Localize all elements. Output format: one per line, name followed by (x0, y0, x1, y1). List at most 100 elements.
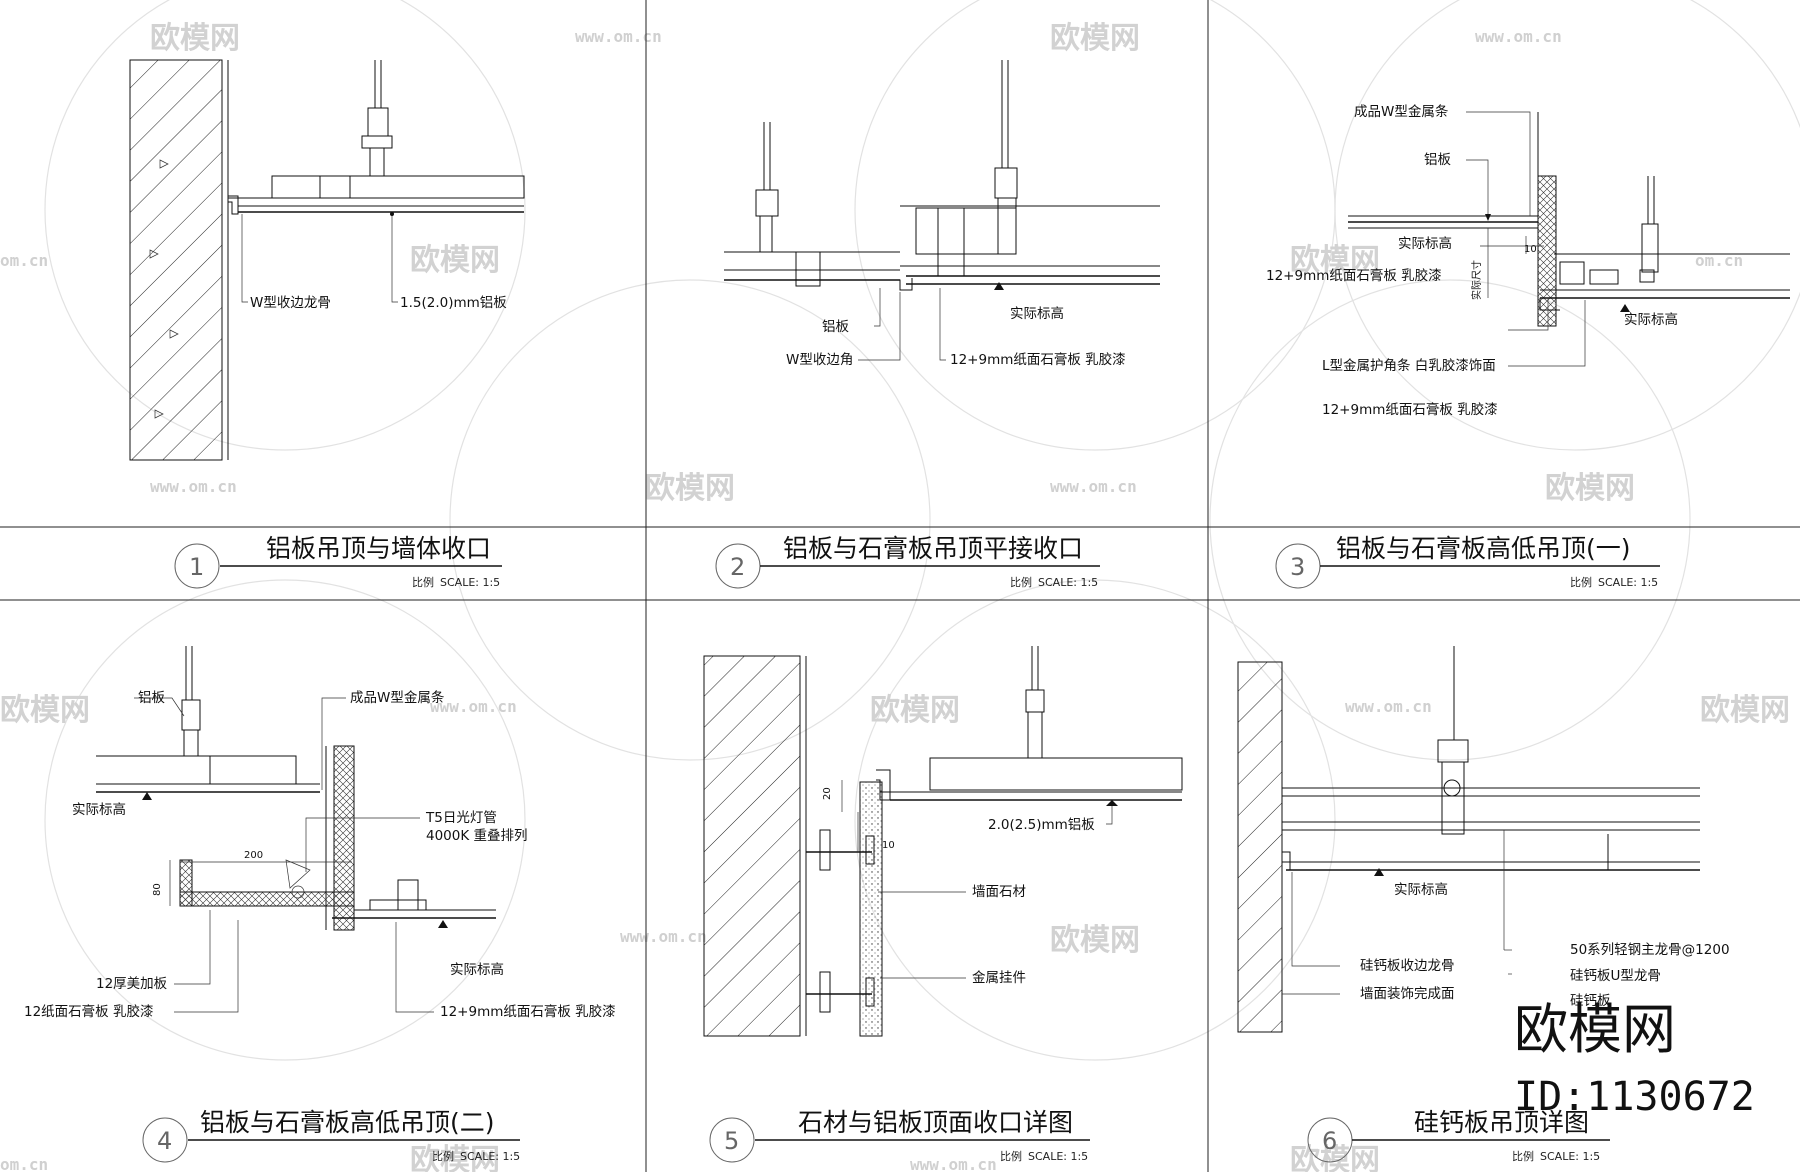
watermark-brand: 欧模网 (1545, 471, 1635, 506)
panel-3-label: 12+9mm纸面石膏板 乳胶漆 (1266, 267, 1442, 284)
panel-3-drawing (1348, 111, 1790, 367)
watermark-url: om.cn (0, 1155, 48, 1172)
panel-5-title: 石材与铝板顶面收口详图 (798, 1108, 1073, 1137)
panel-6-title: 硅钙板吊顶详图 (1414, 1108, 1589, 1137)
panel-2-label: W型收边角 (786, 352, 853, 368)
panel-6-titleblock: 6 硅钙板吊顶详图 比例 SCALE: 1:5 (1307, 1108, 1610, 1163)
panel-4-label: 12厚美加板 (96, 976, 168, 992)
scale-label: 比例 (432, 1149, 454, 1163)
panel-2-titleblock: 2 铝板与石膏板吊顶平接收口 比例 SCALE: 1:5 (715, 534, 1100, 589)
scale-value: SCALE: 1:5 (440, 576, 500, 589)
brand-mark: 欧模网 ID:1130672 (1514, 998, 1755, 1120)
watermark-url: om.cn (0, 251, 48, 270)
panel-6-label: 硅钙板 (1570, 993, 1611, 1009)
scale-value: SCALE: 1:5 (1540, 1150, 1600, 1163)
panel-number: 3 (1290, 553, 1305, 581)
panel-number: 2 (730, 553, 745, 581)
watermark-brand: 欧模网 (1290, 243, 1380, 278)
panel-3-dim-label: 实际尺寸 (1470, 260, 1483, 300)
panel-2-label: 实际标高 (1010, 305, 1064, 322)
panel-6-label: 硅钙板收边龙骨 (1360, 958, 1455, 974)
panel-3-label: 实际标高 (1624, 311, 1678, 328)
panel-3-title: 铝板与石膏板高低吊顶(一) (1336, 534, 1631, 563)
watermark-brand: 欧模网 (1050, 21, 1140, 56)
panel-5-label: 金属挂件 (972, 970, 1026, 986)
panel-3-label: 铝板 (1424, 152, 1452, 168)
scale-label: 比例 (1000, 1149, 1022, 1163)
panel-2-label: 铝板 (822, 319, 850, 335)
scale-label: 比例 (412, 575, 434, 589)
panel-2-label: 12+9mm纸面石膏板 乳胶漆 (950, 351, 1126, 368)
panel-1-drawing (129, 59, 525, 461)
watermark-brand: 欧模网 (0, 693, 90, 728)
panel-4-label: 实际标高 (450, 961, 504, 978)
panel-5-drawing (703, 646, 1183, 1037)
panel-5-titleblock: 5 石材与铝板顶面收口详图 比例 SCALE: 1:5 (709, 1108, 1090, 1163)
panel-number: 5 (724, 1127, 739, 1155)
watermark-brand: 欧模网 (1700, 693, 1790, 728)
panel-1-label: W型收边龙骨 (250, 295, 331, 311)
panel-1-titleblock: 1 铝板吊顶与墙体收口 比例 SCALE: 1:5 (174, 534, 502, 589)
panel-5-dim-value: 10 (882, 840, 895, 851)
panel-2-drawing (724, 60, 1160, 361)
panel-4-title: 铝板与石膏板高低吊顶(二) (200, 1108, 495, 1137)
watermark-brand: 欧模网 (645, 471, 735, 506)
panel-4-label: T5日光灯管 (425, 810, 497, 826)
panel-3-label: 成品W型金属条 (1354, 103, 1449, 120)
panel-6-label: 50系列轻钢主龙骨@1200 (1570, 942, 1730, 958)
panel-4-dim-value: 80 (152, 883, 163, 896)
panel-number: 6 (1322, 1127, 1337, 1155)
brand-name: 欧模网 (1514, 998, 1676, 1061)
scale-label: 比例 (1010, 575, 1032, 589)
panel-3-label: L型金属护角条 白乳胶漆饰面 (1322, 357, 1496, 374)
watermark-url: www.om.cn (910, 1155, 997, 1172)
watermark-arcs (44, 0, 1800, 1061)
panel-6-label: 墙面装饰完成面 (1360, 986, 1455, 1002)
watermark-brand: 欧模网 (1050, 923, 1140, 958)
watermark-url: www.om.cn (575, 27, 662, 46)
watermark-group: 欧模网 www.om.cn 欧模网 www.om.cn om.cn 欧模网 欧模… (0, 21, 1790, 1172)
watermark-brand: 欧模网 (870, 693, 960, 728)
panel-6-label: 实际标高 (1394, 881, 1448, 898)
panel-6-label: 硅钙板U型龙骨 (1570, 968, 1661, 984)
watermark-brand: 欧模网 (410, 243, 500, 278)
panel-number: 1 (189, 553, 204, 581)
watermark-url: www.om.cn (1345, 697, 1432, 716)
panel-4-titleblock: 4 铝板与石膏板高低吊顶(二) 比例 SCALE: 1:5 (142, 1108, 520, 1163)
panel-4-dim-value: 200 (244, 850, 263, 861)
watermark-url: www.om.cn (1475, 27, 1562, 46)
panel-1-label: 1.5(2.0)mm铝板 (400, 295, 507, 311)
scale-value: SCALE: 1:5 (1598, 576, 1658, 589)
panel-4-label: 4000K 重叠排列 (426, 828, 528, 844)
scale-label: 比例 (1512, 1149, 1534, 1163)
panel-3-label: 实际标高 (1398, 235, 1452, 252)
watermark-url: www.om.cn (150, 477, 237, 496)
panel-4-label: 12+9mm纸面石膏板 乳胶漆 (440, 1003, 616, 1020)
scale-label: 比例 (1570, 575, 1592, 589)
brand-id: ID:1130672 (1514, 1074, 1755, 1120)
scale-value: SCALE: 1:5 (1028, 1150, 1088, 1163)
panel-number: 4 (157, 1127, 172, 1155)
panel-4-label: 12纸面石膏板 乳胶漆 (24, 1003, 153, 1020)
panel-1-title: 铝板吊顶与墙体收口 (266, 534, 491, 563)
panel-4-drawing (96, 646, 496, 1013)
panel-4-label: 成品W型金属条 (350, 689, 445, 706)
scale-value: SCALE: 1:5 (1038, 576, 1098, 589)
panel-3-dim-value: 10 (1524, 244, 1537, 255)
panel-3-label: 12+9mm纸面石膏板 乳胶漆 (1322, 401, 1498, 418)
watermark-brand: 欧模网 (150, 21, 240, 56)
watermark-url: www.om.cn (620, 927, 707, 946)
panel-5-label: 墙面石材 (972, 884, 1026, 900)
panel-4-label: 铝板 (138, 690, 165, 706)
panel-5-label: 2.0(2.5)mm铝板 (988, 817, 1095, 833)
watermark-url: om.cn (1695, 251, 1743, 270)
scale-value: SCALE: 1:5 (460, 1150, 520, 1163)
panel-2-title: 铝板与石膏板吊顶平接收口 (783, 534, 1083, 563)
panel-5-dim-value: 20 (822, 787, 833, 800)
panel-3-titleblock: 3 铝板与石膏板高低吊顶(一) 比例 SCALE: 1:5 (1275, 534, 1660, 589)
watermark-brand: 欧模网 (1290, 1143, 1380, 1172)
watermark-brand: 欧模网 (410, 1143, 500, 1172)
panel-6-drawing (1237, 646, 1700, 1033)
